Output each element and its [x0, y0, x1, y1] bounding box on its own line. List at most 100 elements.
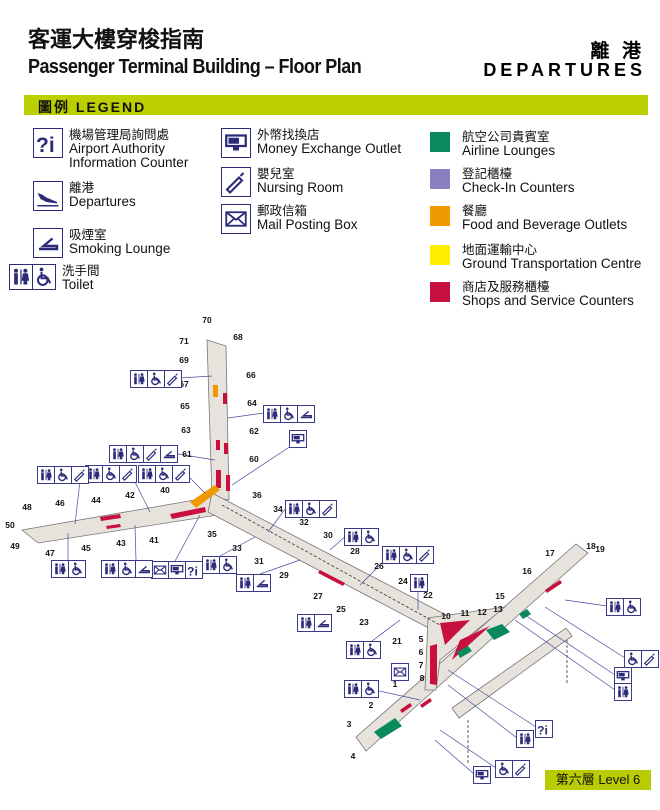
toilet-icon[interactable]: [344, 680, 362, 698]
shop: [430, 644, 437, 685]
toilet-icon[interactable]: [263, 405, 281, 423]
food-outlet: [190, 485, 220, 508]
gate-33-label: 33: [232, 543, 242, 553]
wheelchair-icon[interactable]: [126, 445, 144, 463]
gate-11-label: 11: [461, 608, 470, 618]
nursing-icon[interactable]: [119, 465, 137, 483]
ground-transport-link: [451, 627, 573, 719]
facility-icon-group: [516, 730, 534, 748]
nursing-icon[interactable]: [164, 370, 182, 388]
wheelchair-icon[interactable]: [54, 466, 72, 484]
gate-25-label: 25: [336, 604, 346, 614]
nursing-icon[interactable]: [319, 500, 337, 518]
legend-label: Airline Lounges: [462, 143, 556, 158]
wheelchair-icon[interactable]: [219, 556, 237, 574]
toilet-icon[interactable]: [614, 683, 632, 701]
smoking-icon[interactable]: [314, 614, 332, 632]
gate-43-label: 43: [116, 538, 126, 548]
toilet-icon[interactable]: [516, 730, 534, 748]
level-badge: 第六層 Level 6: [545, 770, 651, 790]
info-icon[interactable]: [535, 720, 553, 738]
gate-42-label: 42: [125, 490, 135, 500]
gate-30-label: 30: [323, 530, 333, 540]
toilet-icon[interactable]: [606, 598, 624, 616]
shop: [545, 580, 562, 593]
legend-label: Departures: [69, 194, 136, 209]
gate-21-label: 21: [392, 636, 402, 646]
mail-icon: [221, 204, 251, 234]
wheelchair-icon[interactable]: [118, 560, 136, 578]
wheelchair-icon[interactable]: [302, 500, 320, 518]
mail-icon[interactable]: [391, 663, 409, 681]
smoking-icon[interactable]: [160, 445, 178, 463]
toilet-icon[interactable]: [109, 445, 127, 463]
wheelchair-icon[interactable]: [623, 598, 641, 616]
wheelchair-icon[interactable]: [495, 760, 513, 778]
gate-28-label: 28: [350, 546, 360, 556]
wheelchair-icon[interactable]: [361, 528, 379, 546]
gate-31-label: 31: [254, 556, 264, 566]
facility-icon-group: [151, 561, 203, 579]
toilet-icon[interactable]: [130, 370, 148, 388]
toilet-icon[interactable]: [236, 574, 254, 592]
facility-icon-group: [624, 650, 659, 668]
gate-63-label: 63: [181, 425, 191, 435]
shop: [216, 440, 220, 450]
nursing-icon[interactable]: [512, 760, 530, 778]
toilet-icon[interactable]: [344, 528, 362, 546]
gate-44-label: 44: [91, 495, 101, 505]
gate-68-label: 68: [233, 332, 243, 342]
nursing-icon[interactable]: [641, 650, 659, 668]
legend-label: Ground Transportation Centre: [462, 256, 642, 271]
toilet-icon[interactable]: [202, 556, 220, 574]
money-icon[interactable]: [168, 561, 186, 579]
gate-4-label: 4: [351, 751, 356, 761]
gate-69-label: 69: [179, 355, 189, 365]
gate-3-label: 3: [347, 719, 352, 729]
gate-22-label: 22: [423, 590, 433, 600]
legend-label: Food and Beverage Outlets: [462, 217, 628, 232]
legend-label: Nursing Room: [257, 180, 344, 195]
wheelchair-icon[interactable]: [68, 560, 86, 578]
walkway-arrow-line: [221, 504, 441, 626]
wheelchair-icon[interactable]: [624, 650, 642, 668]
info-icon[interactable]: [185, 561, 203, 579]
gate-67-label: 67: [179, 379, 189, 389]
gate-7-label: 7: [419, 660, 424, 670]
toilet-icon[interactable]: [285, 500, 303, 518]
toilet-icon[interactable]: [51, 560, 69, 578]
gate-13-label: 13: [493, 604, 503, 614]
toilet-icon[interactable]: [37, 466, 55, 484]
shop: [106, 524, 121, 529]
smoking-icon[interactable]: [297, 405, 315, 423]
toilet-icon[interactable]: [101, 560, 119, 578]
money-icon[interactable]: [473, 766, 491, 784]
smoking-icon[interactable]: [253, 574, 271, 592]
nursing-icon[interactable]: [71, 466, 89, 484]
nursing-icon[interactable]: [416, 546, 434, 564]
toilet-icon[interactable]: [382, 546, 400, 564]
legend-label: Smoking Lounge: [69, 241, 171, 256]
wheelchair-icon[interactable]: [363, 641, 381, 659]
gate-1-label: 1: [393, 679, 398, 689]
smoking-icon[interactable]: [135, 560, 153, 578]
toilet-icon[interactable]: [346, 641, 364, 659]
wheelchair-icon: [32, 264, 56, 290]
wheelchair-icon[interactable]: [147, 370, 165, 388]
toilet-icon[interactable]: [138, 465, 156, 483]
wheelchair-icon[interactable]: [102, 465, 120, 483]
wheelchair-icon[interactable]: [280, 405, 298, 423]
gate-19-label: 19: [595, 544, 605, 554]
nursing-icon[interactable]: [172, 465, 190, 483]
wheelchair-icon[interactable]: [361, 680, 379, 698]
wheelchair-icon[interactable]: [155, 465, 173, 483]
toilet-icon[interactable]: [297, 614, 315, 632]
money-icon[interactable]: [289, 430, 307, 448]
toilet-icon[interactable]: [410, 574, 428, 592]
money-exchange-icon: [221, 128, 251, 158]
nursing-icon[interactable]: [143, 445, 161, 463]
mail-icon[interactable]: [151, 561, 169, 579]
facility-icon-group: [495, 760, 530, 778]
wheelchair-icon[interactable]: [399, 546, 417, 564]
